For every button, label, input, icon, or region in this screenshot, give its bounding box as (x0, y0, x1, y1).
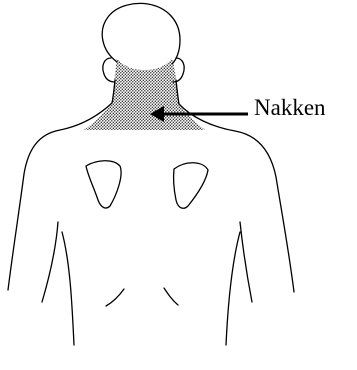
neck-label: Nakken (254, 96, 326, 119)
head-outline (102, 3, 180, 64)
left-shoulder-blade (86, 161, 121, 208)
right-inner-arm-line (240, 222, 252, 302)
lower-back-right-mark (164, 288, 178, 305)
torso-left-outline (62, 232, 74, 345)
right-shoulder-arm-outline (179, 104, 294, 292)
left-inner-arm-line (42, 222, 58, 302)
neck-shaded-region (84, 58, 205, 130)
lower-back-left-mark (106, 289, 124, 306)
right-shoulder-blade (174, 163, 208, 209)
left-ear (103, 58, 115, 82)
torso-right-outline (226, 232, 240, 345)
